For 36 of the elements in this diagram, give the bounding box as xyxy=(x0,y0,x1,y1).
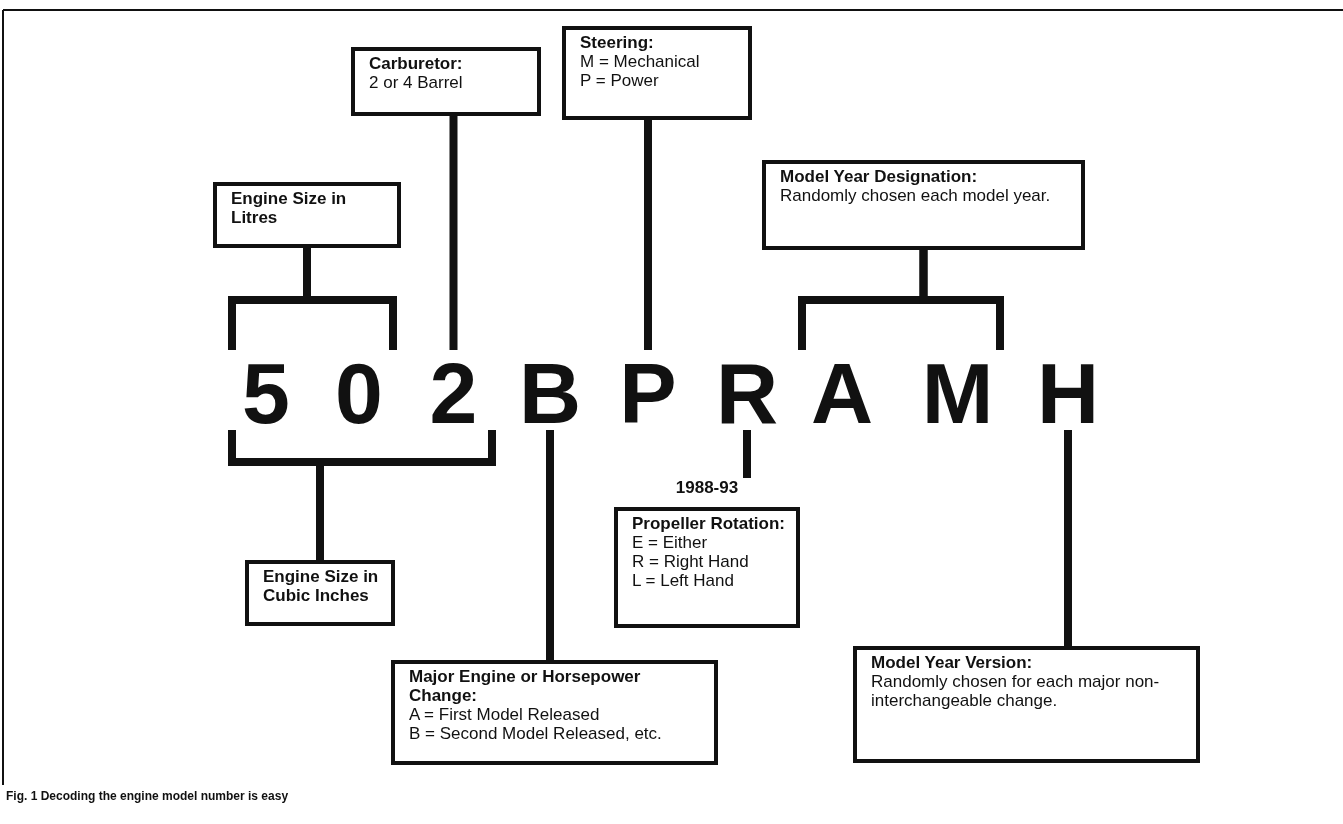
box-heading: Carburetor: xyxy=(369,54,464,73)
model-code-character: B xyxy=(512,350,588,430)
box-heading: Engine Size in Litres xyxy=(231,189,348,227)
box-text: L = Left Hand xyxy=(632,571,735,590)
box-heading: Engine Size in Cubic Inches xyxy=(263,567,380,605)
label-box xyxy=(245,560,395,626)
label-box xyxy=(562,26,752,120)
model-code-character: R xyxy=(710,350,784,430)
box-text: Randomly chosen for each major non-interchangeable change. xyxy=(871,672,1161,710)
model-code-character: M xyxy=(915,350,1000,430)
model-code-character: H xyxy=(1030,350,1106,430)
model-code-character: A xyxy=(802,350,882,430)
box-text: A = First Model Released xyxy=(409,705,601,724)
box-heading: Model Year Designation: xyxy=(780,167,979,186)
box-text: Randomly chosen each model year. xyxy=(780,186,1052,205)
model-code-character: 5 xyxy=(232,350,300,462)
label-box xyxy=(213,182,401,248)
box-heading: Propeller Rotation: xyxy=(632,514,786,533)
box-text: 2 or 4 Barrel xyxy=(369,73,464,92)
box-text: B = Second Model Released, etc. xyxy=(409,724,663,743)
box-text: M = Mechanical xyxy=(580,52,701,71)
model-code-character: 0 xyxy=(325,350,393,462)
box-heading: Major Engine or Horsepower Change: xyxy=(409,667,642,705)
label-box xyxy=(351,47,541,116)
box-text: E = Either xyxy=(632,533,709,552)
box-heading: Model Year Version: xyxy=(871,653,1034,672)
label-box xyxy=(853,646,1200,763)
box-heading: Steering: xyxy=(580,33,655,52)
label-box xyxy=(391,660,718,765)
box-text: P = Power xyxy=(580,71,660,90)
model-code-character: 2 xyxy=(415,350,492,462)
model-code-character: P xyxy=(612,350,684,430)
box-text: R = Right Hand xyxy=(632,552,750,571)
year-range-label: 1988-93 xyxy=(674,478,740,498)
label-box xyxy=(762,160,1085,250)
figure-caption: Fig. 1 Decoding the engine model number is easy xyxy=(6,789,289,803)
